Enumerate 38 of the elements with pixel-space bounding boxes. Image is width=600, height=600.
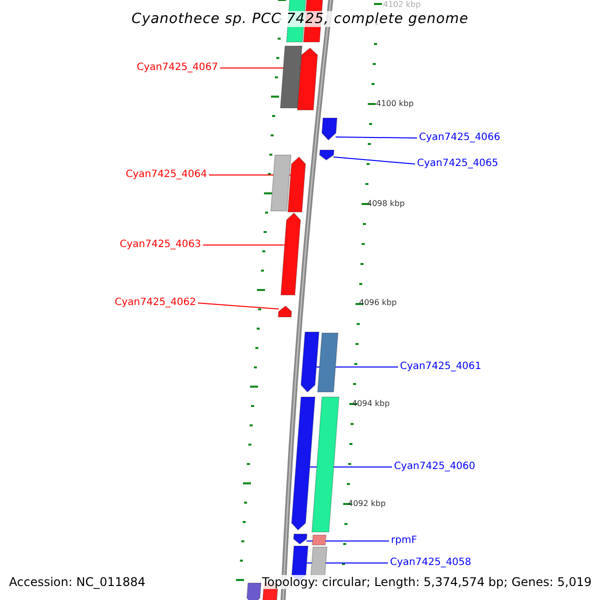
- gene-label: Cyan7425_4064: [126, 169, 207, 181]
- gene-block: [270, 154, 292, 212]
- footer-text: Topology: circular; Length: 5,374,574 bp; Genes: 5,019: [262, 575, 592, 589]
- scale-label: 4096 kbp: [359, 298, 397, 308]
- gene-block: [246, 582, 262, 600]
- gene-block: [317, 332, 339, 392]
- gene-label: Cyan7425_4066: [419, 132, 500, 144]
- scale-label: 4100 kbp: [376, 99, 414, 109]
- leader-line: [306, 540, 390, 542]
- gene-block: [291, 396, 316, 531]
- scale-label: 4102 kbp: [383, 0, 421, 10]
- gene-block: [321, 118, 338, 141]
- gene-label: Cyan7425_4063: [120, 239, 201, 251]
- gene-block: [278, 305, 292, 318]
- gene-block: [287, 156, 306, 212]
- scale-label: 4094 kbp: [352, 399, 390, 409]
- gene-label: Cyan7425_4062: [114, 297, 196, 309]
- footer-text: Accession: NC_011884: [9, 575, 146, 589]
- gene-label: Cyan7425_4067: [136, 62, 218, 74]
- gene-label: Cyan7425_4058: [390, 557, 472, 569]
- gene-label: Cyan7425_4061: [400, 361, 482, 373]
- title: Cyanothece sp. PCC 7425, complete genome: [132, 11, 468, 27]
- scale-label: 4098 kbp: [367, 199, 405, 209]
- gene-block: [300, 332, 320, 393]
- leader-line: [202, 244, 286, 246]
- gene-block: [296, 47, 318, 110]
- gene-block: [280, 212, 302, 296]
- gene-block: [280, 46, 303, 108]
- leader-line: [335, 136, 418, 138]
- gene-label: rpmF: [391, 535, 417, 547]
- scale-label: 4092 kbp: [348, 499, 386, 509]
- gene-block: [319, 150, 335, 161]
- gene-label: Cyan7425_4065: [417, 158, 498, 170]
- gene-label: Cyan7425_4060: [394, 461, 476, 473]
- leader-line: [333, 156, 416, 164]
- leader-line: [198, 302, 280, 310]
- gene-block: [311, 396, 340, 532]
- gene-block: [312, 534, 327, 546]
